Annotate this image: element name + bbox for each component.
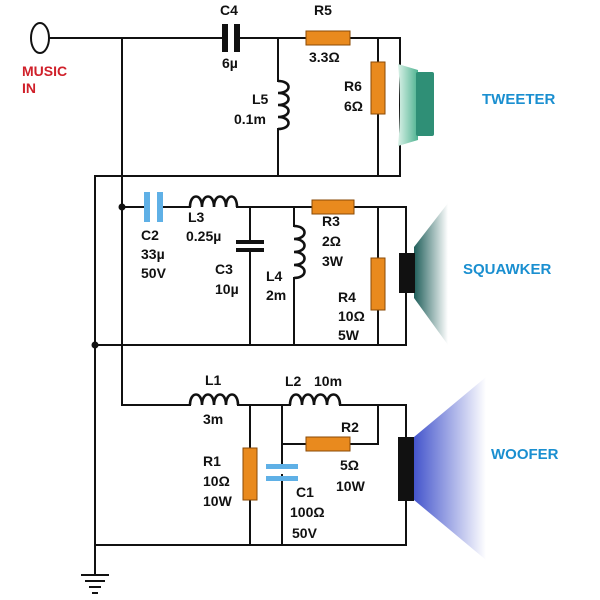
l4-name: L4 [266,268,283,284]
r3-name: R3 [322,213,340,229]
capacitor-c3 [236,240,264,252]
inductor-l1 [188,393,240,406]
c4-value: 6µ [222,55,238,71]
l2-name: L2 [285,373,302,389]
resistor-r3 [311,199,355,215]
c1-rating: 50V [292,525,318,541]
inductor-l4 [293,224,306,280]
r1-rating: 10W [203,493,233,509]
l3-name: L3 [188,209,205,225]
resistor-r4 [370,257,386,311]
r6-name: R6 [344,78,362,94]
woofer-title: WOOFER [491,446,559,463]
c2-rating: 50V [141,265,167,281]
c4-name: C4 [220,2,238,18]
r1-name: R1 [203,453,221,469]
ground-symbol [81,574,109,594]
l2-value: 10m [314,373,342,389]
r5-value: 3.3Ω [309,49,340,65]
resistor-r5 [305,30,351,46]
r5-name: R5 [314,2,332,18]
r3-value: 2Ω [322,233,341,249]
resistor-r1 [242,447,258,501]
squawker-speaker [399,203,448,345]
l3-value: 0.25µ [186,228,221,244]
l5-value: 0.1m [234,111,266,127]
c2-value: 33µ [141,246,165,262]
tweeter-title: TWEETER [482,91,555,108]
capacitor-c4 [222,24,240,52]
c3-name: C3 [215,261,233,277]
c1-name: C1 [296,484,314,500]
r4-rating: 5W [338,327,360,343]
capacitor-c1 [266,464,298,481]
r2-name: R2 [341,419,359,435]
capacitor-c2 [144,192,163,222]
r2-value: 5Ω [340,457,359,473]
r2-rating: 10W [336,478,366,494]
c1-value: 100Ω [290,504,325,520]
r1-value: 10Ω [203,473,230,489]
r4-name: R4 [338,289,356,305]
tweeter-speaker [398,64,434,146]
squawker-title: SQUAWKER [463,261,552,278]
l5-name: L5 [252,91,269,107]
inductor-l5 [277,79,290,131]
c2-name: C2 [141,227,159,243]
r4-value: 10Ω [338,308,365,324]
inductor-l2 [288,393,342,406]
inductor-l3 [188,195,239,208]
c3-value: 10µ [215,281,239,297]
music-in-label-2: IN [22,80,36,96]
music-input-jack [30,22,123,54]
r6-value: 6Ω [344,98,363,114]
music-in-label-1: MUSIC [22,63,67,79]
resistor-r2 [305,436,351,452]
r3-rating: 3W [322,253,344,269]
l1-name: L1 [205,372,222,388]
l4-value: 2m [266,287,286,303]
resistor-r6 [370,61,386,115]
l1-value: 3m [203,411,223,427]
woofer-speaker [398,377,486,560]
